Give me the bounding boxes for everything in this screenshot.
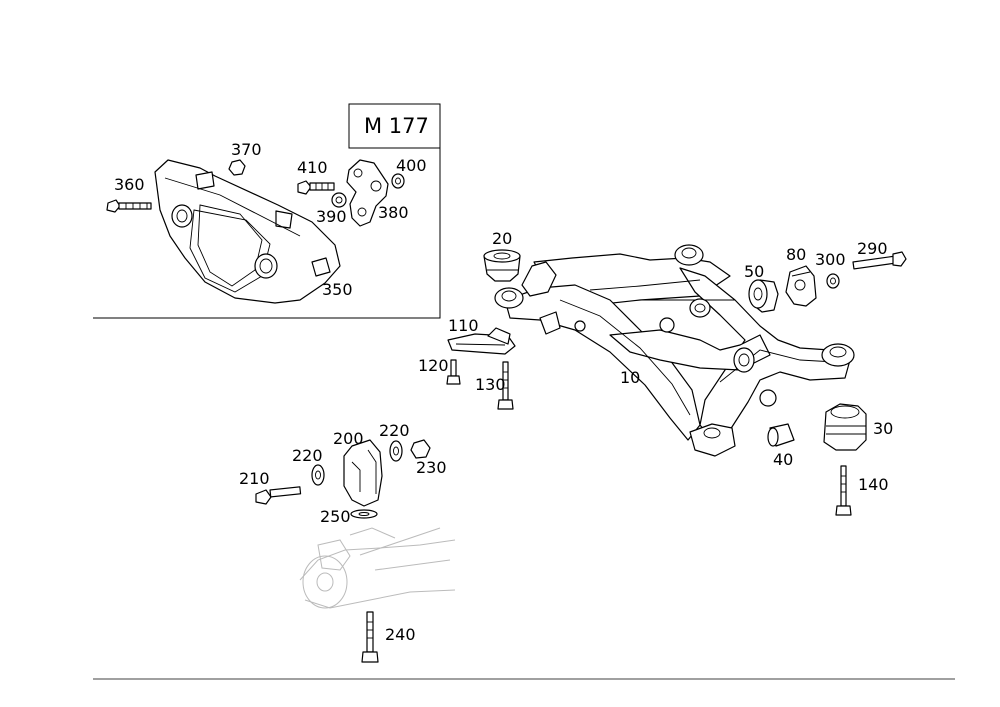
- bolt-410: [297, 180, 335, 195]
- bolt-210: [255, 486, 302, 505]
- bolt-130: [497, 361, 514, 410]
- bolt-140: [835, 465, 852, 516]
- callout-10: 10: [620, 368, 640, 387]
- mount-30: [823, 403, 867, 451]
- callout-120: 120: [418, 356, 449, 375]
- callout-30: 30: [873, 419, 893, 438]
- washer-400: [391, 173, 405, 189]
- washer-220-right: [389, 440, 403, 462]
- callout-220-left: 220: [292, 446, 323, 465]
- bolt-120: [446, 359, 461, 385]
- callout-360: 360: [114, 175, 145, 194]
- washer-220-left: [311, 464, 325, 486]
- callout-200: 200: [333, 429, 364, 448]
- callout-labels: 10 20 30 40 50 80 110 120 130 140 200 21…: [114, 140, 893, 644]
- inset-model-label: M 177: [364, 114, 429, 138]
- callout-130: 130: [475, 375, 506, 394]
- callout-230: 230: [416, 458, 447, 477]
- callout-140: 140: [858, 475, 889, 494]
- nut-370: [228, 159, 246, 176]
- callout-110: 110: [448, 316, 479, 335]
- bracket-380: [346, 159, 389, 227]
- callout-290: 290: [857, 239, 888, 258]
- inset-frame: M 177: [93, 103, 441, 319]
- mount-80: [785, 265, 817, 307]
- bracket-110: [447, 327, 516, 355]
- callout-390: 390: [316, 207, 347, 226]
- sleeve-40: [767, 423, 795, 447]
- washer-250: [350, 509, 378, 519]
- bolt-240: [361, 611, 379, 663]
- bushing-20: [483, 249, 521, 282]
- callout-210: 210: [239, 469, 270, 488]
- callout-410: 410: [297, 158, 328, 177]
- callout-50: 50: [744, 262, 764, 281]
- bracket-plate-350: [154, 159, 341, 304]
- callout-80: 80: [786, 245, 806, 264]
- nut-230: [410, 439, 431, 459]
- ghost-axle-housing: [299, 527, 456, 609]
- callout-40: 40: [773, 450, 793, 469]
- subframe-10: [494, 244, 855, 457]
- bushing-50: [748, 279, 779, 313]
- callout-370: 370: [231, 140, 262, 159]
- callout-220-right: 220: [379, 421, 410, 440]
- bolt-360: [106, 199, 152, 213]
- callout-400: 400: [396, 156, 427, 175]
- callout-380: 380: [378, 203, 409, 222]
- mount-200: [343, 439, 383, 507]
- callout-20: 20: [492, 229, 512, 248]
- callout-250: 250: [320, 507, 351, 526]
- sleeve-390: [331, 192, 347, 208]
- callout-300: 300: [815, 250, 846, 269]
- callout-350: 350: [322, 280, 353, 299]
- bolt-290: [852, 251, 907, 270]
- washer-300: [826, 273, 840, 289]
- callout-240: 240: [385, 625, 416, 644]
